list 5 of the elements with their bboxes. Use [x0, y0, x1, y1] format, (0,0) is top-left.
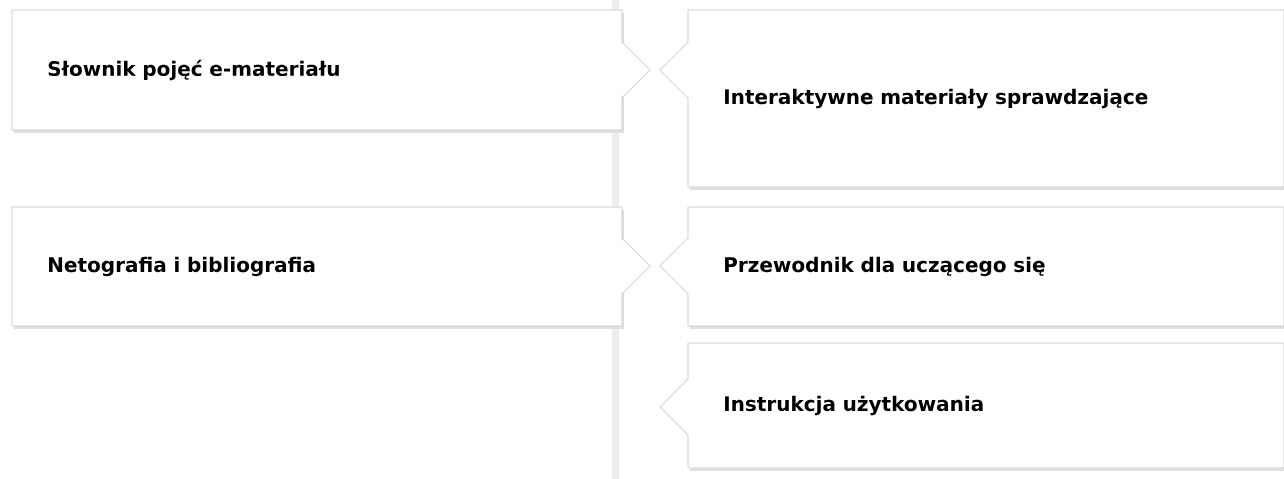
- callout-box: Przewodnik dla uczącego się: [659, 206, 1284, 329]
- callout-box: Instrukcja użytkowania: [659, 342, 1284, 471]
- callout-box: Netografia i bibliografia: [11, 206, 651, 329]
- callout-box: Interaktywne materiały sprawdzające: [659, 9, 1284, 190]
- callout-box: Słownik pojęć e-materiału: [11, 9, 651, 133]
